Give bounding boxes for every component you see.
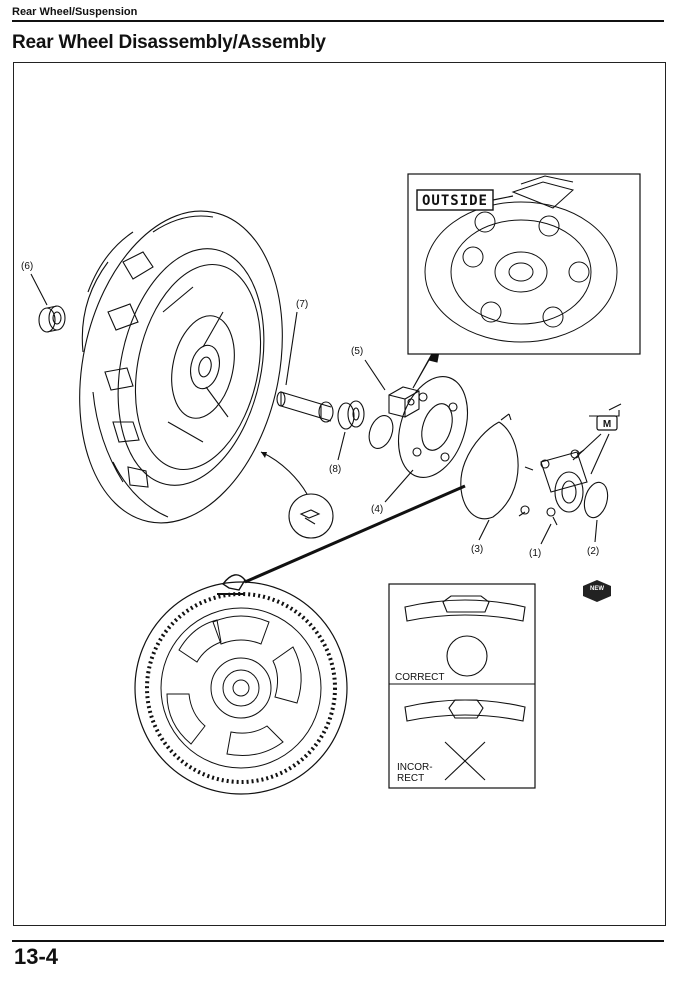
incorrect-label-line2: RECT	[397, 773, 424, 784]
incorrect-label-line1: INCOR-	[397, 762, 433, 773]
leader-8	[337, 431, 346, 461]
grease-arrow-b	[590, 433, 610, 475]
callout-5: (5)	[351, 346, 363, 357]
callout-1: (1)	[529, 548, 541, 559]
top-rule	[12, 20, 664, 22]
leader-4	[384, 469, 414, 503]
wheel-cross-section	[134, 574, 348, 795]
callout-8: (8)	[329, 464, 341, 475]
callout-4: (4)	[371, 504, 383, 515]
grease-symbol: M	[596, 415, 618, 431]
bearing-8-drawing	[337, 400, 365, 430]
svg-text:OUTSIDE: OUTSIDE	[422, 193, 488, 209]
callout-7: (7)	[296, 299, 308, 310]
svg-text:NEW: NEW	[590, 586, 604, 592]
o-ring-2	[583, 481, 609, 519]
leader-3	[478, 519, 490, 541]
outside-inset: OUTSIDE	[407, 173, 641, 355]
svg-text:M: M	[603, 419, 611, 430]
detail-circle	[288, 493, 334, 539]
leader-5	[364, 359, 386, 391]
leader-1	[540, 523, 552, 545]
section-pointer	[244, 484, 466, 584]
illustration-frame	[13, 62, 666, 926]
ring-comparison-box: CORRECT INCOR- RECT	[388, 583, 536, 789]
snap-ring-3	[460, 421, 519, 520]
callout-3: (3)	[471, 544, 483, 555]
collar-7-drawing	[276, 391, 334, 423]
new-part-icon: NEW	[583, 580, 611, 602]
flange-1-drawing	[518, 449, 588, 526]
grease-arrow-a	[572, 433, 602, 461]
rear-tire-drawing	[79, 210, 283, 524]
leader-2	[594, 519, 598, 543]
page-title: Rear Wheel Disassembly/Assembly	[12, 32, 326, 53]
bottom-rule	[12, 940, 664, 942]
section-header: Rear Wheel/Suspension	[12, 6, 138, 18]
leader-7	[285, 311, 298, 386]
exploded-diagram: M NEW OUTSIDE	[21, 173, 641, 795]
page-number: 13-4	[14, 944, 59, 969]
grease-tube	[589, 403, 622, 417]
snap-ring-tip	[500, 413, 512, 421]
bearing-6-drawing	[38, 305, 66, 333]
plate-4-drawing	[398, 376, 468, 478]
correct-label: CORRECT	[395, 672, 444, 683]
leader-6	[30, 273, 48, 306]
callout-6: (6)	[21, 261, 33, 272]
o-ring-small	[368, 415, 394, 449]
callout-2: (2)	[587, 546, 599, 557]
